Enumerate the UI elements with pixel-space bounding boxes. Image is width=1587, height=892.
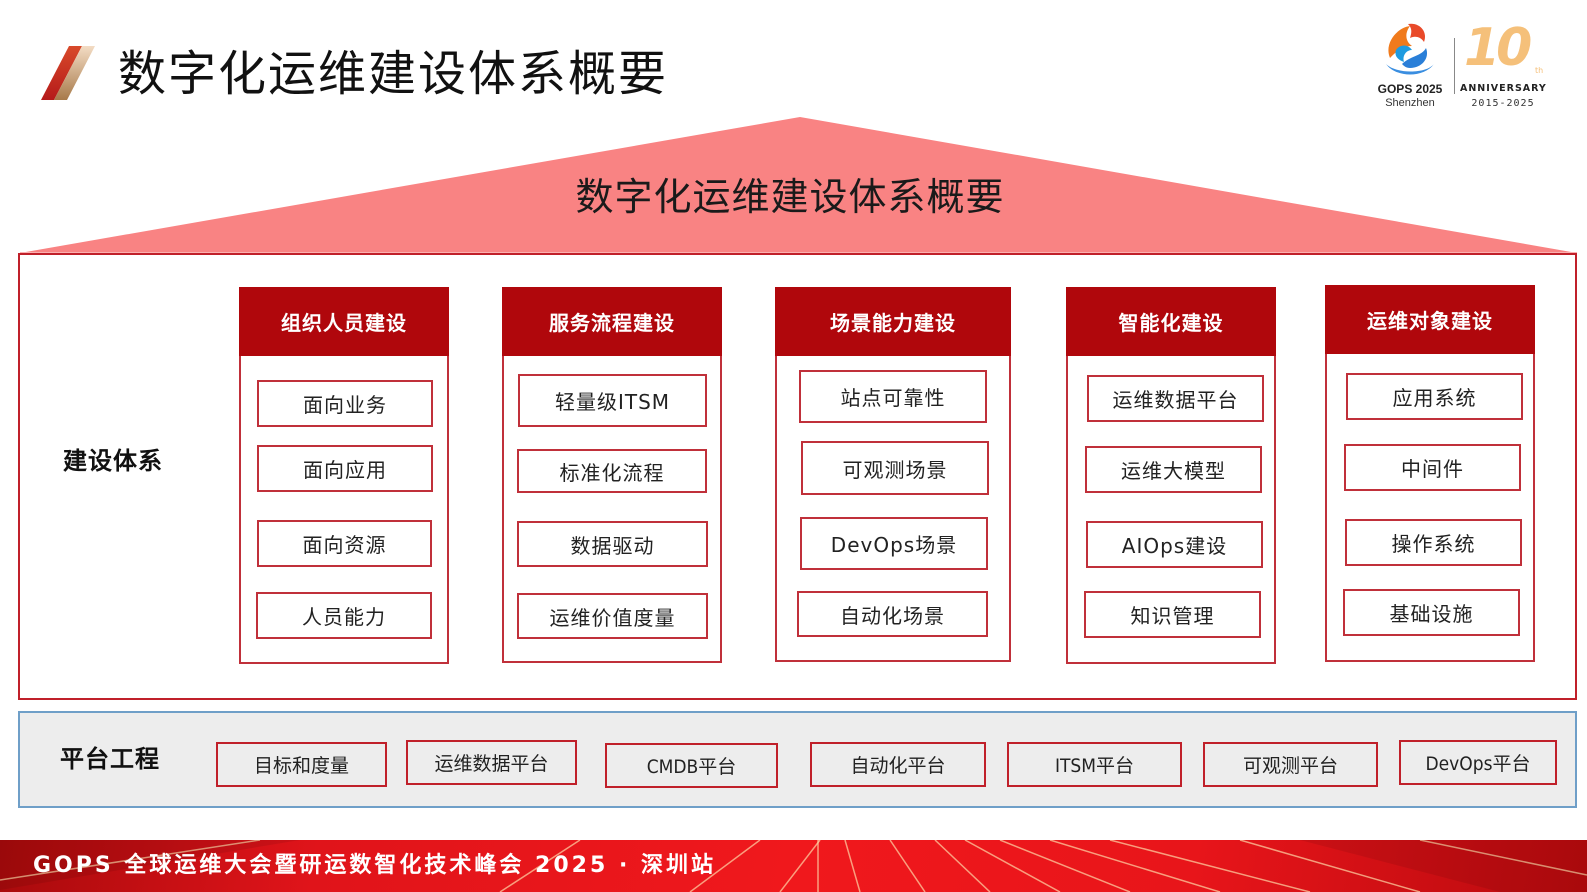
roof-title: 数字化运维建设体系概要 bbox=[575, 175, 1005, 219]
platform-item-itsm: ITSM平台 bbox=[1007, 742, 1182, 787]
construction-row-label: 建设体系 bbox=[63, 447, 163, 475]
platform-engineering-frame: 平台工程 目标和度量 运维数据平台 CMDB平台 自动化平台 ITSM平台 可观… bbox=[18, 711, 1577, 808]
platform-item-observability: 可观测平台 bbox=[1203, 742, 1378, 787]
column-header: 运维对象建设 bbox=[1325, 285, 1535, 354]
platform-item-devops: DevOps平台 bbox=[1399, 740, 1557, 785]
column-header: 场景能力建设 bbox=[775, 287, 1011, 356]
column-header: 服务流程建设 bbox=[502, 287, 722, 356]
column-header: 组织人员建设 bbox=[239, 287, 449, 356]
item-ops-llm: 运维大模型 bbox=[1085, 446, 1262, 493]
logo-city-text: Shenzhen bbox=[1385, 97, 1435, 109]
gops-logo: GOPS 2025 Shenzhen 10 th ANNIVERSARY 201… bbox=[1372, 18, 1577, 118]
gops-flame-icon bbox=[1386, 23, 1434, 75]
item-business: 面向业务 bbox=[257, 380, 433, 427]
platform-item-ops-data: 运维数据平台 bbox=[406, 740, 577, 785]
platform-item-goals: 目标和度量 bbox=[216, 742, 387, 787]
item-personnel: 人员能力 bbox=[256, 592, 432, 639]
item-resource: 面向资源 bbox=[257, 520, 432, 567]
logo-anniversary-suffix: th bbox=[1535, 66, 1544, 75]
item-automation: 自动化场景 bbox=[797, 591, 988, 637]
item-knowledge: 知识管理 bbox=[1084, 591, 1261, 638]
item-devops: DevOps场景 bbox=[800, 517, 988, 570]
item-application: 面向应用 bbox=[257, 445, 433, 492]
logo-anniversary-number: 10 bbox=[1464, 18, 1532, 78]
logo-event-text: GOPS 2025 bbox=[1377, 82, 1443, 96]
platform-item-cmdb: CMDB平台 bbox=[605, 743, 778, 788]
item-middleware: 中间件 bbox=[1344, 444, 1521, 491]
item-standard-process: 标准化流程 bbox=[517, 449, 707, 493]
platform-item-automation: 自动化平台 bbox=[810, 742, 986, 787]
item-sre: 站点可靠性 bbox=[799, 370, 987, 423]
item-app-system: 应用系统 bbox=[1346, 373, 1523, 420]
title-slash-icon bbox=[41, 46, 95, 100]
item-data-driven: 数据驱动 bbox=[517, 521, 708, 567]
logo-anniversary-years: 2015-2025 bbox=[1471, 98, 1535, 109]
column-header: 智能化建设 bbox=[1066, 287, 1276, 356]
item-aiops: AIOps建设 bbox=[1086, 521, 1263, 568]
logo-anniversary-label: ANNIVERSARY bbox=[1460, 83, 1547, 94]
item-value-measure: 运维价值度量 bbox=[517, 593, 708, 639]
item-os: 操作系统 bbox=[1345, 519, 1522, 566]
logo-divider bbox=[1454, 38, 1455, 94]
page-title: 数字化运维建设体系概要 bbox=[118, 46, 669, 102]
footer-light-rays bbox=[0, 840, 1587, 892]
item-infrastructure: 基础设施 bbox=[1343, 589, 1520, 636]
footer-banner: GOPS 全球运维大会暨研运数智化技术峰会 2025 · 深圳站 bbox=[0, 840, 1587, 892]
platform-row-label: 平台工程 bbox=[60, 745, 160, 773]
footer-event-text: GOPS 全球运维大会暨研运数智化技术峰会 2025 · 深圳站 bbox=[33, 853, 716, 878]
item-ops-data-platform: 运维数据平台 bbox=[1087, 375, 1264, 422]
item-light-itsm: 轻量级ITSM bbox=[518, 374, 707, 427]
item-observability: 可观测场景 bbox=[801, 441, 989, 495]
